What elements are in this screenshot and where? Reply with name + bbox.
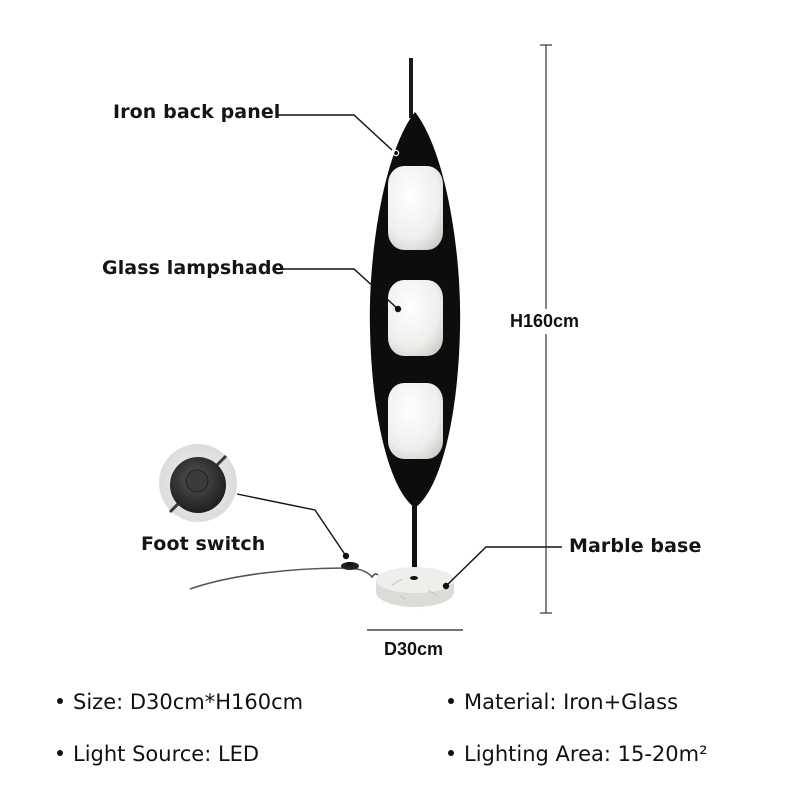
- top-rod: [409, 58, 413, 118]
- diameter-dimension-label: D30cm: [384, 639, 444, 660]
- bullet-icon: [448, 750, 454, 756]
- lamp-stem: [412, 505, 417, 577]
- glass-lampshade-2: [388, 280, 443, 356]
- callout-iron-back-panel: Iron back panel: [113, 101, 281, 123]
- glass-lampshade-3: [388, 383, 443, 459]
- spec-lighting-area: Lighting Area: 15-20m²: [448, 742, 708, 766]
- bullet-icon: [57, 750, 63, 756]
- bullet-icon: [57, 698, 63, 704]
- leader-lines: [236, 114, 562, 590]
- spec-size: Size: D30cm*H160cm: [57, 690, 303, 714]
- spec-size-text: Size: D30cm*H160cm: [73, 690, 304, 714]
- callout-foot-switch: Foot switch: [141, 533, 266, 555]
- marble-base: [376, 567, 454, 607]
- foot-switch-detail: [159, 444, 237, 522]
- power-cord: [189, 562, 379, 590]
- spec-material: Material: Iron+Glass: [448, 690, 678, 714]
- spec-light-source-text: Light Source: LED: [73, 742, 260, 766]
- height-dimension-label: H160cm: [510, 309, 580, 334]
- spec-light-source: Light Source: LED: [57, 742, 259, 766]
- glass-lampshade-1: [388, 166, 443, 250]
- callout-marble-base: Marble base: [569, 535, 702, 557]
- bullet-icon: [448, 698, 454, 704]
- spec-material-text: Material: Iron+Glass: [464, 690, 679, 714]
- callout-glass-lampshade: Glass lampshade: [102, 257, 285, 279]
- spec-lighting-area-text: Lighting Area: 15-20m²: [464, 742, 708, 766]
